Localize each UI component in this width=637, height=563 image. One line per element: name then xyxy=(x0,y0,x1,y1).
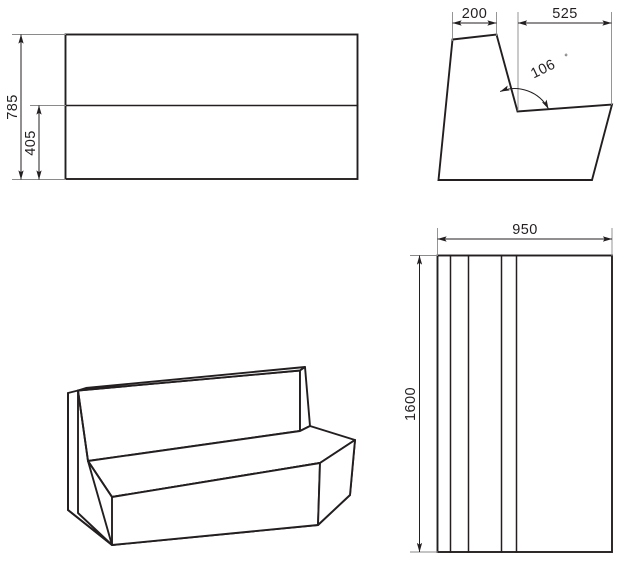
dimension-405: 405 xyxy=(23,105,42,180)
dimension-950: 950 xyxy=(437,222,613,242)
dimension-525-label: 525 xyxy=(552,6,577,22)
front-body-outline xyxy=(64,33,359,180)
dimension-405-label: 405 xyxy=(23,130,39,155)
iso-base-right-end xyxy=(317,439,356,526)
iso-backrest-left-edge xyxy=(77,389,89,462)
view-side-profile: 200 525 106 ° xyxy=(437,6,614,181)
iso-backrest-right-end xyxy=(299,366,311,432)
dimension-525: 525 xyxy=(517,6,612,26)
dimension-angle-106-arc xyxy=(500,85,549,110)
dimension-angle-106-label: 106 xyxy=(528,57,558,83)
iso-left-bottom-edge xyxy=(67,509,113,546)
view-front-elevation: 785 405 xyxy=(5,33,359,180)
iso-seat-left-edge xyxy=(87,460,113,498)
dimension-angle-106: 106 ° xyxy=(500,51,571,110)
dimension-200-label: 200 xyxy=(462,6,487,22)
top-plan-outline xyxy=(436,254,613,553)
view-top-plan: 950 1600 xyxy=(403,222,613,553)
dimension-200: 200 xyxy=(452,6,497,26)
view-isometric xyxy=(67,366,356,546)
dimension-785: 785 xyxy=(5,34,24,180)
degree-symbol-icon: ° xyxy=(563,51,571,62)
dimension-950-label: 950 xyxy=(512,222,537,238)
dimension-785-label: 785 xyxy=(5,94,21,119)
dimension-1600: 1600 xyxy=(403,255,423,553)
dimension-1600-label: 1600 xyxy=(403,387,419,421)
side-profile-outline xyxy=(437,33,614,181)
